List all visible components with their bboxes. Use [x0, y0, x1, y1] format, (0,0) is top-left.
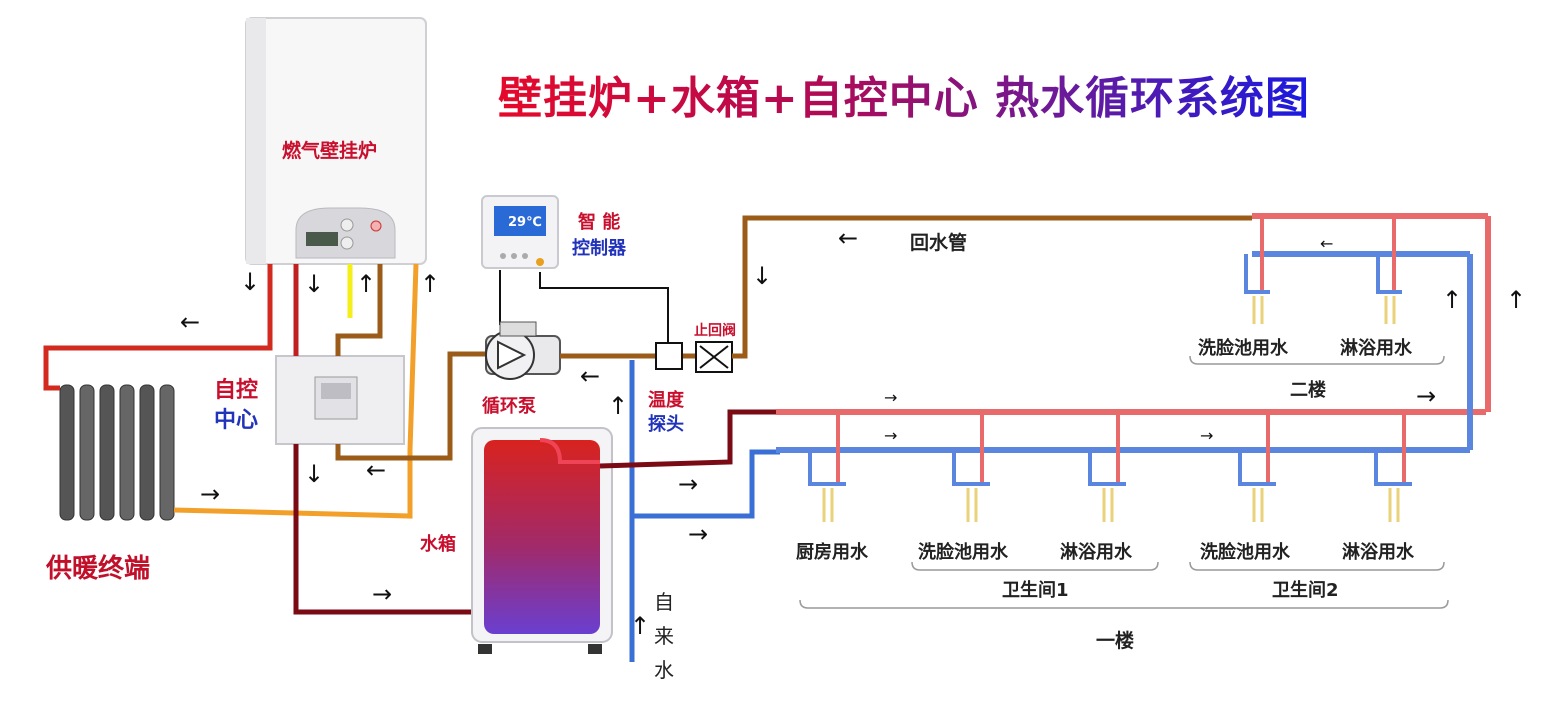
flow-arrow-right: → [1416, 382, 1437, 410]
radiator [59, 384, 175, 521]
flow-arrow-down: ↓ [240, 268, 261, 296]
auto-center-label-2: 中心 [214, 408, 259, 433]
flow-arrow-up: ↑ [420, 270, 441, 298]
flow-arrow-up: ↑ [356, 270, 377, 298]
water-tank [471, 427, 613, 654]
flow-arrow-down: ↓ [752, 262, 773, 290]
gas-boiler [245, 17, 427, 265]
center-to-pump-pipe [335, 351, 490, 461]
flow-arrow-up: ↑ [608, 392, 629, 420]
smart-controller [481, 195, 559, 269]
check-valve [695, 341, 733, 373]
flow-arrow-up: ↑ [630, 612, 651, 640]
lower-fixture-label: 洗脸池用水 [918, 542, 1008, 563]
house-network [776, 213, 1491, 609]
flow-arrow-left: ← [366, 456, 387, 484]
temp-probe [655, 342, 683, 370]
lower-fixture-label: 淋浴用水 [1342, 542, 1414, 563]
upper-fixture-label: 洗脸池用水 [1198, 338, 1288, 359]
flow-arrow-right: → [372, 580, 393, 608]
control-wire-probe [539, 272, 669, 345]
pump-label: 循环泵 [482, 396, 536, 417]
flow-arrow-down: ↓ [304, 270, 325, 298]
auto-control-center [275, 355, 405, 445]
flow-arrow-right: → [678, 470, 699, 498]
flow-arrow-left: ← [838, 224, 859, 252]
bathroom1-label: 卫生间1 [1002, 580, 1069, 601]
controller-label-1: 智 能 [578, 212, 621, 233]
temp-probe-label-1: 温度 [648, 390, 684, 411]
flow-arrow-left: ← [580, 362, 601, 390]
lower-fixture-label: 厨房用水 [796, 542, 868, 563]
flow-arrow-up: ↑ [1506, 286, 1527, 314]
center-to-boiler-pipe [335, 264, 383, 356]
return-pipe-label: 回水管 [910, 232, 968, 254]
heating-terminal-label: 供暖终端 [46, 554, 151, 584]
tank-label: 水箱 [420, 534, 456, 555]
flow-arrow-left: ← [1320, 234, 1334, 253]
circulation-pump [485, 321, 561, 380]
lower-fixture-label: 淋浴用水 [1060, 542, 1132, 563]
auto-center-label-1: 自控 [214, 378, 259, 403]
cold-supply-pipe [632, 449, 780, 519]
flow-arrow-left: ← [180, 308, 201, 336]
flow-arrow-right: → [1200, 426, 1214, 445]
first-floor-label: 一楼 [1096, 630, 1135, 652]
center-to-tank-pipe [293, 444, 478, 615]
temp-probe-label-2: 探头 [648, 414, 684, 435]
boiler-label: 燃气壁挂炉 [282, 140, 378, 162]
second-floor-label: 二楼 [1290, 380, 1326, 401]
check-valve-label: 止回阀 [694, 323, 736, 339]
upper-fixture-label: 淋浴用水 [1340, 338, 1412, 359]
return-pipe [732, 215, 1252, 359]
controller-label-2: 控制器 [572, 238, 626, 259]
lower-fixture-label: 洗脸池用水 [1200, 542, 1290, 563]
flow-arrow-right: → [884, 388, 898, 407]
radiator-return-pipe [173, 263, 419, 519]
flow-arrow-up: ↑ [1442, 286, 1463, 314]
flow-arrow-right: → [200, 480, 221, 508]
thermostat-display: 29℃ [508, 215, 542, 230]
tap-water-label-3: 水 [654, 658, 674, 682]
diagram-title: 壁挂炉+水箱+自控中心 热水循环系统图 [498, 62, 1310, 126]
flow-arrow-right: → [884, 426, 898, 445]
tap-water-label-2: 来 [654, 624, 674, 648]
tank-hot-outlet-pipe [599, 409, 776, 469]
flow-arrow-down: ↓ [304, 460, 325, 488]
boiler-to-radiator-pipe [43, 264, 273, 391]
tap-water-label-1: 自 [654, 590, 674, 614]
flow-arrow-right: → [688, 520, 709, 548]
bathroom2-label: 卫生间2 [1272, 580, 1339, 601]
